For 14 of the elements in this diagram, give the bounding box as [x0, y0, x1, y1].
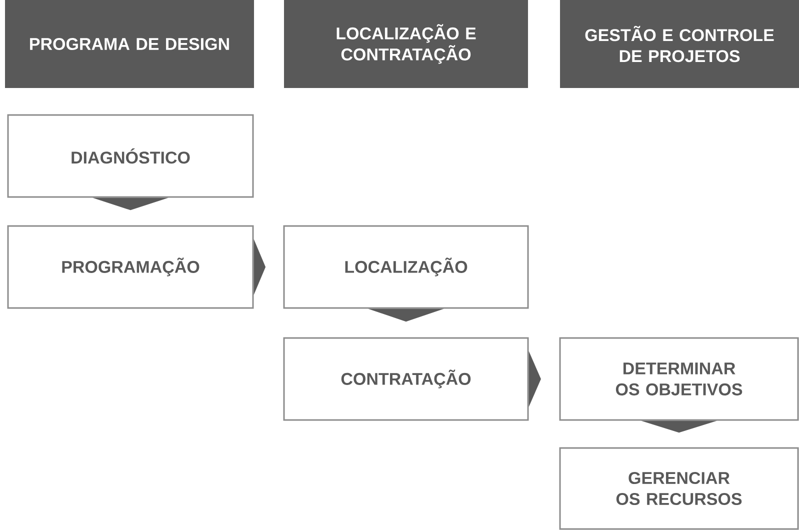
chevron-arrow — [368, 308, 444, 322]
process-box: GERENCIAR OS RECURSOS — [559, 447, 799, 530]
process-box: DIAGNÓSTICO — [7, 114, 254, 198]
column-header: LOCALIZAÇÃO E CONTRATAÇÃO — [284, 0, 528, 88]
chevron-arrow — [641, 420, 718, 433]
process-box: DETERMINAR OS OBJETIVOS — [559, 337, 799, 421]
chevron-arrow — [92, 198, 168, 210]
process-box: PROGRAMAÇÃO — [7, 225, 254, 309]
column-header: PROGRAMA DE DESIGN — [5, 0, 254, 88]
chevron-arrow — [528, 351, 541, 407]
process-box: CONTRATAÇÃO — [283, 337, 529, 421]
chevron-arrow — [254, 239, 266, 295]
process-box: LOCALIZAÇÃO — [283, 225, 529, 309]
column-header: GESTÃO E CONTROLE DE PROJETOS — [560, 0, 799, 88]
